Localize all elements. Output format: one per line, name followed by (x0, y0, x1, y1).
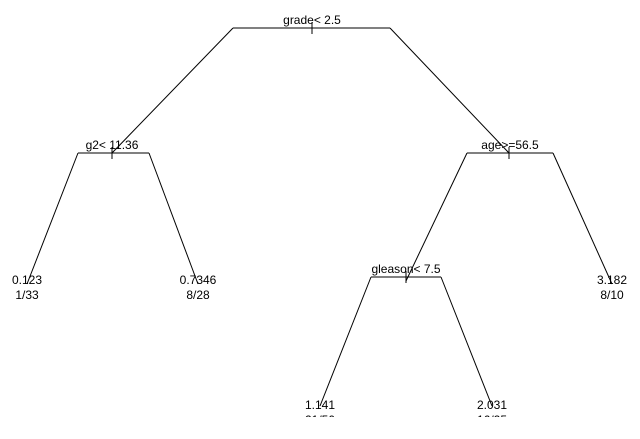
leaf-value: 1.141 (305, 398, 335, 412)
leaf-count: 1/33 (15, 288, 39, 302)
node-left: g2< 11.36 (26, 138, 199, 285)
leaf-value: 3.182 (597, 273, 627, 287)
branch-left-right (148, 152, 199, 285)
branch-root-right (389, 27, 510, 154)
node-right-left: gleason< 7.5 (319, 262, 493, 407)
branch-left-left (26, 152, 79, 285)
leaf-5: 3.182 8/10 (597, 273, 627, 302)
node-root: grade< 2.5 (111, 13, 510, 154)
leaf-value: 2.031 (477, 398, 507, 412)
bottom-crop (0, 417, 640, 439)
leaf-value: 0.7346 (180, 273, 217, 287)
split-label-root: grade< 2.5 (283, 13, 341, 27)
branch-right-left (405, 152, 468, 282)
node-right: age>=56.5 (405, 138, 613, 285)
leaf-count: 8/10 (600, 288, 624, 302)
leaf-count: 8/28 (186, 288, 210, 302)
leaf-value: 0.123 (12, 273, 42, 287)
branch-right-left-right (440, 276, 493, 407)
split-label-right-left: gleason< 7.5 (371, 262, 440, 276)
branch-right-left-left (319, 276, 372, 407)
branch-right-right (552, 152, 613, 285)
split-label-left: g2< 11.36 (86, 138, 139, 152)
leaf-1: 0.123 1/33 (12, 273, 42, 302)
split-label-right: age>=56.5 (481, 138, 539, 152)
branch-root-left (111, 27, 234, 154)
leaf-2: 0.7346 8/28 (180, 273, 217, 302)
